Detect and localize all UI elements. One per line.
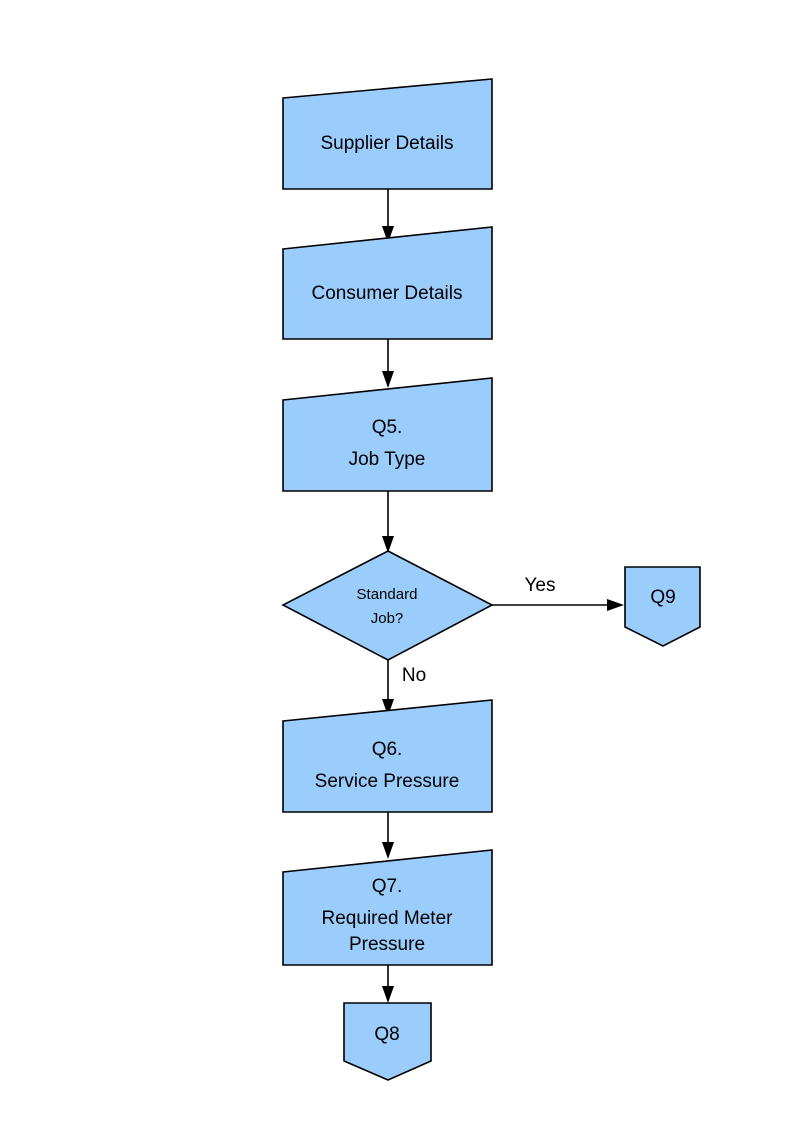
node-label-line2: Job Type [349, 449, 426, 470]
node-q7-required-meter-pressure[interactable]: Q7. Required Meter Pressure [282, 849, 493, 966]
pentagon-down-shape[interactable] [343, 1002, 432, 1081]
decision-diamond-shape[interactable] [281, 550, 494, 661]
arrowhead-icon [382, 536, 394, 553]
skewed-data-shape[interactable] [282, 699, 493, 813]
arrowhead-icon [607, 599, 624, 611]
node-label-line1: Consumer Details [312, 283, 463, 304]
edge-q5-to-decision [382, 491, 394, 553]
node-q9-connector[interactable]: Q9 [624, 566, 701, 647]
node-q6-service-pressure[interactable]: Q6. Service Pressure [282, 699, 493, 813]
node-label-line1: Q9 [650, 587, 675, 608]
node-label-line1: Supplier Details [320, 133, 453, 154]
skewed-data-shape[interactable] [282, 849, 493, 966]
skewed-data-shape[interactable] [282, 78, 493, 190]
skewed-data-shape[interactable] [282, 226, 493, 340]
node-label-line2: Service Pressure [315, 771, 460, 792]
edge-q7-to-q8 [382, 965, 394, 1003]
arrowhead-icon [382, 986, 394, 1003]
arrowhead-icon [382, 371, 394, 388]
node-label-line1: Q5. [372, 417, 403, 438]
edge-label-no: No [402, 665, 426, 686]
arrowhead-icon [382, 842, 394, 859]
node-label-line2: Job? [371, 610, 404, 627]
node-label-line1: Q6. [372, 739, 403, 760]
edge-decision-to-q6: No [382, 660, 426, 716]
node-q8-connector[interactable]: Q8 [343, 1002, 432, 1081]
edge-supplier-to-consumer [382, 189, 394, 243]
node-label-line3: Pressure [349, 934, 425, 955]
node-consumer-details[interactable]: Consumer Details [282, 226, 493, 340]
pentagon-down-shape[interactable] [624, 566, 701, 647]
skewed-data-shape[interactable] [282, 377, 493, 492]
node-label-line2: Required Meter [322, 908, 454, 929]
edge-decision-to-q9: Yes [492, 575, 624, 611]
node-label-line1: Q7. [372, 876, 403, 897]
node-label-line1: Standard [357, 586, 418, 603]
edge-q6-to-q7 [382, 812, 394, 859]
arrowhead-icon [382, 699, 394, 716]
arrowhead-icon [382, 226, 394, 243]
node-q5-job-type[interactable]: Q5. Job Type [282, 377, 493, 492]
edge-consumer-to-q5 [382, 339, 394, 388]
node-supplier-details[interactable]: Supplier Details [282, 78, 493, 190]
node-standard-job-decision[interactable]: Standard Job? [281, 550, 494, 661]
edge-label-yes: Yes [525, 575, 556, 596]
node-label-line1: Q8 [374, 1024, 399, 1045]
